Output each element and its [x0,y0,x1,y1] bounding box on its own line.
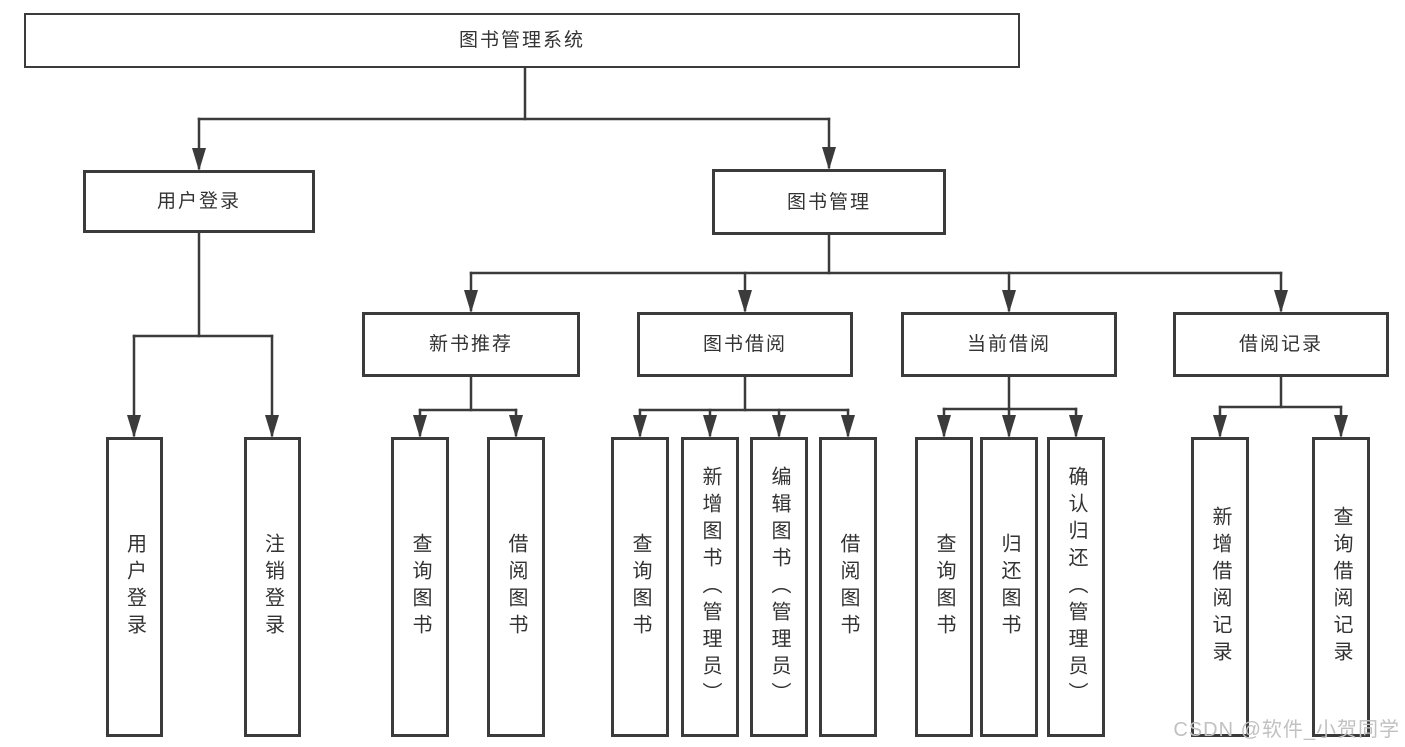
leaf-add-borrow-record: 新增借阅记录 [1191,437,1249,737]
node-library-system: 图书管理系统 [24,13,1020,68]
leaf-query-books-recommend-label: 查询图书 [409,533,431,641]
node-borrowing-records: 借阅记录 [1173,312,1389,377]
leaf-query-borrow-record: 查询借阅记录 [1312,437,1370,737]
node-book-borrowing-label: 图书借阅 [702,334,787,355]
node-library-system-label: 图书管理系统 [458,30,585,51]
leaf-user-login: 用户登录 [106,437,163,737]
leaf-add-borrow-record-label: 新增借阅记录 [1209,506,1231,668]
node-current-borrowing: 当前借阅 [901,312,1117,377]
leaf-return-books: 归还图书 [980,437,1038,737]
node-borrowing-records-label: 借阅记录 [1238,334,1323,355]
node-new-book-recommend: 新书推荐 [362,312,580,377]
leaf-user-login-label: 用户登录 [123,533,146,641]
leaf-query-books-borrow-label: 查询图书 [629,533,651,641]
leaf-borrow-books: 借阅图书 [819,437,877,737]
leaf-query-books-current: 查询图书 [915,437,973,737]
node-user-login-label: 用户登录 [156,191,241,212]
leaf-logout: 注销登录 [244,437,301,737]
node-book-management-label: 图书管理 [786,191,871,213]
leaf-confirm-return-admin: 确认归还（管理员） [1047,437,1105,737]
node-user-login: 用户登录 [83,170,315,233]
leaf-logout-label: 注销登录 [261,533,284,641]
leaf-confirm-return-admin-label: 确认归还（管理员） [1065,465,1087,709]
leaf-borrow-books-recommend-label: 借阅图书 [505,533,527,641]
node-book-borrowing: 图书借阅 [637,312,853,377]
leaf-query-books-current-label: 查询图书 [933,533,955,641]
leaf-query-borrow-record-label: 查询借阅记录 [1330,506,1352,668]
leaf-edit-book-admin: 编辑图书（管理员） [750,437,808,737]
leaf-add-book-admin: 新增图书（管理员） [681,437,739,737]
leaf-return-books-label: 归还图书 [998,533,1020,641]
leaf-borrow-books-label: 借阅图书 [837,533,859,641]
node-new-book-recommend-label: 新书推荐 [428,334,513,355]
leaf-query-books-borrow: 查询图书 [611,437,669,737]
leaf-add-book-admin-label: 新增图书（管理员） [699,465,721,709]
leaf-borrow-books-recommend: 借阅图书 [487,437,545,737]
node-current-borrowing-label: 当前借阅 [966,334,1051,355]
leaf-query-books-recommend: 查询图书 [391,437,449,737]
leaf-edit-book-admin-label: 编辑图书（管理员） [768,465,790,709]
node-book-management: 图书管理 [712,169,946,235]
csdn-watermark: CSDN @软件_小贺同学 [1173,719,1400,741]
